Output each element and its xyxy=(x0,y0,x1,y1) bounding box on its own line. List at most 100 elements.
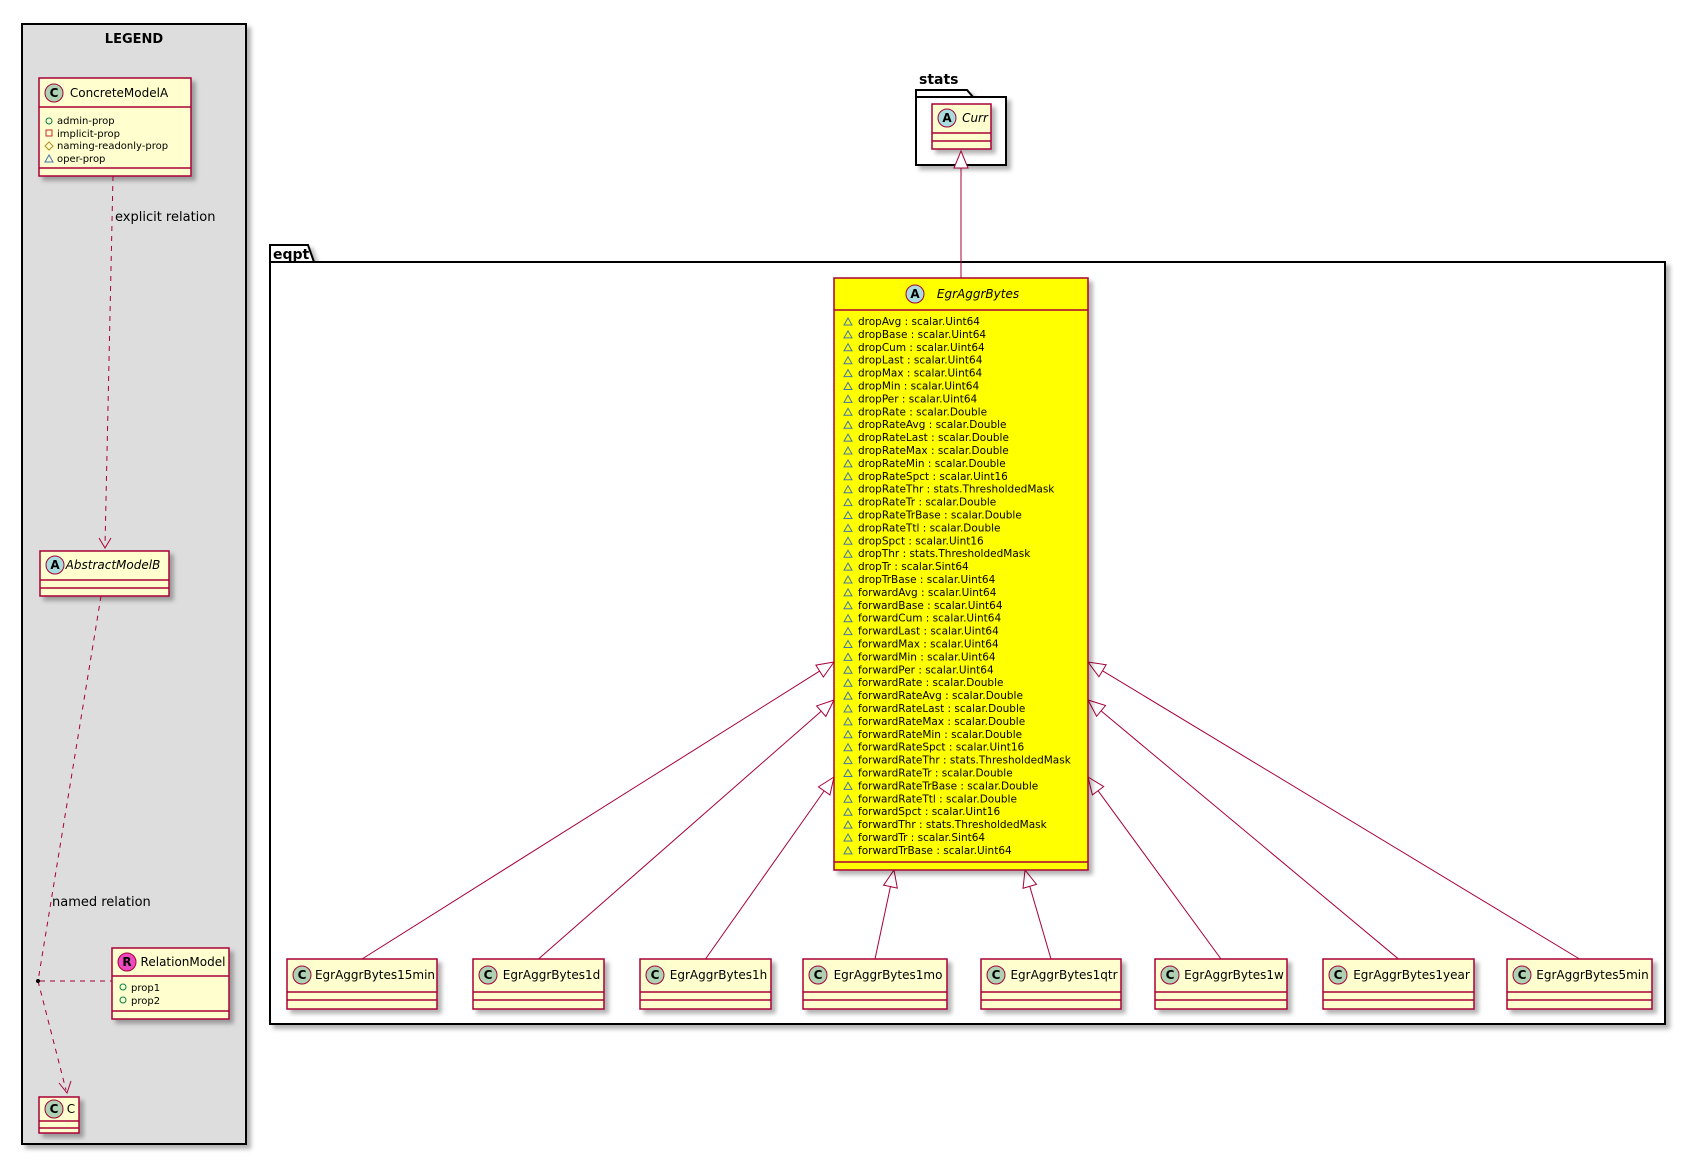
stereotype-letter: R xyxy=(122,955,131,969)
inheritance-arrow-icon xyxy=(817,775,835,796)
legend-abstract-model[interactable]: A AbstractModelB xyxy=(39,550,170,597)
abstract-circle-icon xyxy=(45,555,65,575)
attribute-label: dropThr : stats.ThresholdedMask xyxy=(858,548,1031,560)
stereotype-letter: A xyxy=(942,111,952,125)
attribute-label: forwardSpct : scalar.Uint16 xyxy=(858,806,1000,818)
attribute-label: dropRateMax : scalar.Double xyxy=(858,445,1009,457)
attribute-row: forwardPer : scalar.Uint64 xyxy=(843,664,994,676)
attribute-label: dropMin : scalar.Uint64 xyxy=(858,381,979,393)
inheritance-arrow-icon xyxy=(1086,699,1107,718)
class-name: EgrAggrBytes15min xyxy=(315,968,435,982)
package-visibility-icon xyxy=(843,523,853,532)
attribute-row: forwardRateAvg : scalar.Double xyxy=(843,690,1023,702)
package-visibility-icon xyxy=(843,381,853,390)
stereotype-letter: C xyxy=(651,968,660,982)
attribute-row: dropTr : scalar.Sint64 xyxy=(843,561,969,573)
legend-panel: LEGEND C ConcreteModelA admin-prop impli… xyxy=(21,23,247,1145)
legend-concrete-model[interactable]: C ConcreteModelA admin-prop implicit-pro… xyxy=(38,77,192,177)
legend-c-model[interactable]: C C xyxy=(38,1096,80,1134)
class-name: EgrAggrBytes1h xyxy=(670,968,767,982)
attribute-label: forwardMin : scalar.Uint64 xyxy=(858,651,996,663)
attribute-label: dropRateMin : scalar.Double xyxy=(858,458,1006,470)
package-visibility-icon xyxy=(843,691,853,700)
package-visibility-icon xyxy=(843,342,853,352)
inheritance-arrow-icon xyxy=(1022,868,1038,889)
package-visibility-icon xyxy=(843,510,853,519)
curr-class[interactable]: A Curr xyxy=(931,103,992,150)
class-name: EgrAggrBytes xyxy=(937,287,1019,301)
attribute-row: forwardRateLast : scalar.Double xyxy=(843,703,1025,715)
stereotype-letter: C xyxy=(50,1102,59,1116)
attribute-row: dropCum : scalar.Uint64 xyxy=(843,342,985,354)
stereotype-letter: C xyxy=(1166,968,1175,982)
attribute-row: forwardThr : stats.ThresholdedMask xyxy=(843,819,1048,831)
legend-title: LEGEND xyxy=(105,32,164,47)
class-name: EgrAggrBytes1w xyxy=(1184,968,1284,982)
attribute-row: dropMax : scalar.Uint64 xyxy=(843,368,983,380)
named-relation-label: named relation xyxy=(52,895,151,910)
egr-aggr-bytes-class[interactable]: A EgrAggrBytes dropAvg : scalar.Uint64dr… xyxy=(833,277,1089,871)
inheritance-line xyxy=(361,670,820,960)
package-visibility-icon xyxy=(843,407,853,416)
package-visibility-icon xyxy=(843,574,853,584)
attribute-label: forwardRateThr : stats.ThresholdedMask xyxy=(858,755,1072,767)
class-name: ConcreteModelA xyxy=(70,86,169,100)
inheritance-line xyxy=(538,710,822,960)
class-name: EgrAggrBytes1year xyxy=(1353,968,1470,982)
abstract-circle-icon xyxy=(905,284,925,304)
package-name: eqpt xyxy=(273,247,310,263)
inheritance-line xyxy=(1029,886,1052,960)
stereotype-letter: C xyxy=(484,968,493,982)
inheritance-arrow-icon xyxy=(1087,775,1105,796)
class-name: AbstractModelB xyxy=(65,558,161,572)
attribute-label: forwardThr : stats.ThresholdedMask xyxy=(858,819,1048,831)
attribute-row: forwardSpct : scalar.Uint16 xyxy=(843,806,1000,818)
attribute-label: forwardPer : scalar.Uint64 xyxy=(858,664,994,676)
package-visibility-icon xyxy=(843,613,853,623)
class-circle-icon xyxy=(478,965,498,985)
class-circle-icon xyxy=(645,965,665,985)
attribute-row: forwardTr : scalar.Sint64 xyxy=(843,832,985,844)
inheritance-line xyxy=(1100,710,1399,960)
attribute-row: forwardRateMax : scalar.Double xyxy=(843,716,1025,728)
inheritance-arrow-icon xyxy=(953,149,969,169)
subclass-egraggrbytes1h[interactable]: C EgrAggrBytes1h xyxy=(639,958,772,1010)
subclass-egraggrbytes1w[interactable]: C EgrAggrBytes1w xyxy=(1154,958,1288,1010)
package-visibility-icon xyxy=(843,394,853,403)
class-name: EgrAggrBytes1mo xyxy=(834,968,943,982)
attribute-label: dropRate : scalar.Double xyxy=(858,406,987,418)
attribute-label: forwardRateAvg : scalar.Double xyxy=(858,690,1023,702)
class-circle-icon xyxy=(292,965,312,985)
package-visibility-icon xyxy=(843,536,853,545)
attribute-row: dropLast : scalar.Uint64 xyxy=(843,355,983,367)
package-visibility-icon xyxy=(843,587,853,597)
attribute-label: dropTr : scalar.Sint64 xyxy=(858,561,969,573)
attribute-row: dropAvg : scalar.Uint64 xyxy=(843,316,980,328)
attribute-row: dropRateMax : scalar.Double xyxy=(843,445,1009,457)
public-visibility-icon xyxy=(119,996,127,1004)
package-visibility-icon xyxy=(843,368,853,378)
package-visibility-icon xyxy=(44,153,54,163)
package-visibility-icon xyxy=(843,433,853,442)
explicit-relation-label: explicit relation xyxy=(115,210,215,225)
attribute-label: forwardRateTrBase : scalar.Double xyxy=(858,780,1038,792)
class-circle-icon xyxy=(1328,965,1348,985)
package-visibility-icon xyxy=(843,484,853,494)
attribute-row: dropTrBase : scalar.Uint64 xyxy=(843,574,996,586)
attribute-label: dropRateSpct : scalar.Uint16 xyxy=(858,471,1008,483)
class-name: C xyxy=(67,1102,75,1116)
attribute-label: dropRateTtl : scalar.Double xyxy=(858,522,1001,534)
relation-circle-icon xyxy=(117,952,137,972)
package-visibility-icon xyxy=(843,626,853,636)
attribute-label: dropTrBase : scalar.Uint64 xyxy=(858,574,996,586)
class-circle-icon xyxy=(1512,965,1532,985)
package-name: stats xyxy=(919,72,959,88)
legend-relation-model[interactable]: R RelationModel prop1 prop2 xyxy=(111,947,230,1020)
